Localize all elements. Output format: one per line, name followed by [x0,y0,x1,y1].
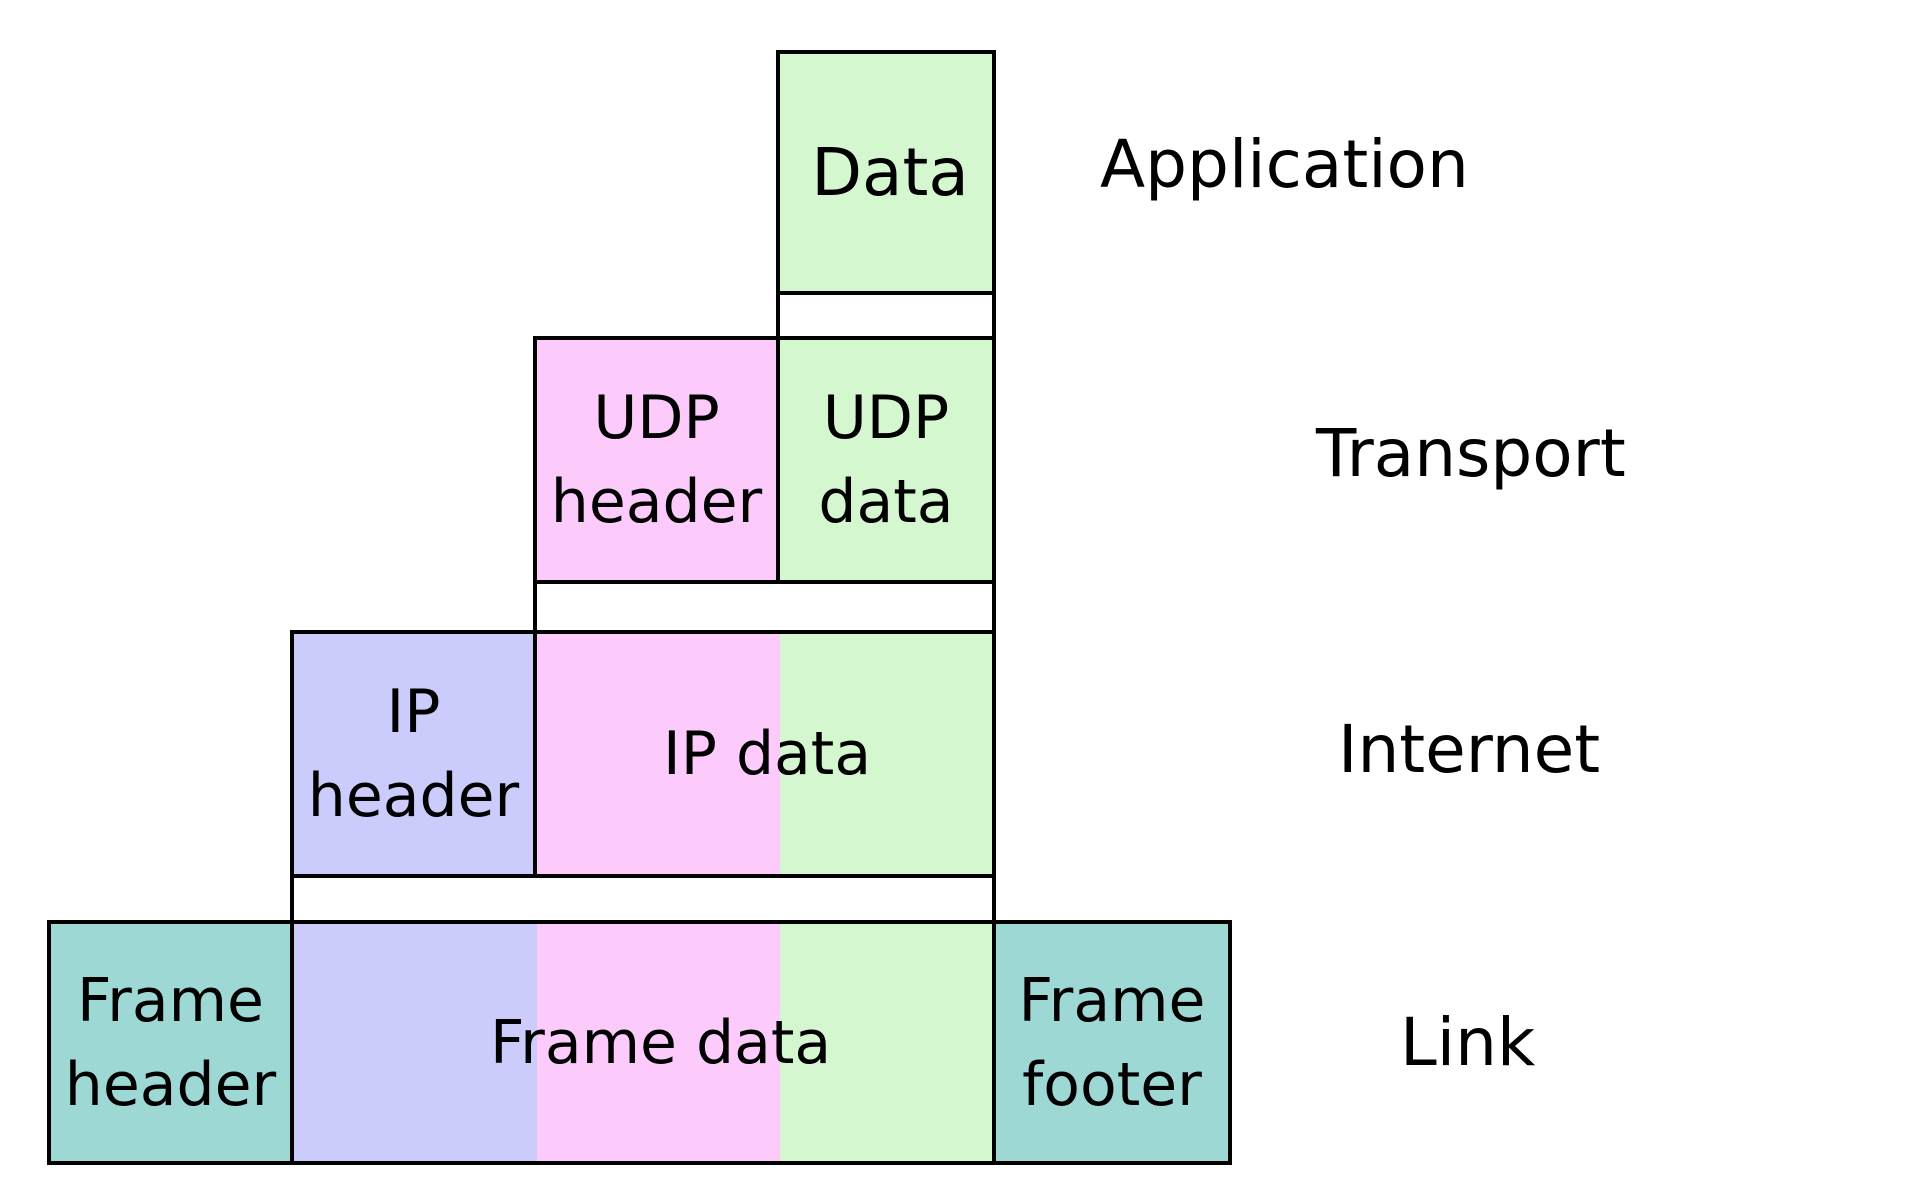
frame-header-box [47,920,294,1165]
udp-header-box [533,336,780,584]
frame-footer-label: Frame footer [1018,965,1206,1120]
layer-label-application: Application [1100,126,1469,203]
layer-label-internet: Internet [1338,711,1601,788]
application-data-label: Data [811,133,969,211]
frame-header-label: Frame header [64,965,277,1120]
ip-header-label: IP header [307,677,520,831]
udp-data-label: UDP data [818,383,954,537]
frame-footer-box [992,920,1232,1165]
connector-transport-internet [533,580,996,634]
ip-data-udp-header-segment [537,634,780,874]
udp-header-label: UDP header [550,383,763,537]
connector-application-transport [776,291,996,340]
application-data-box [776,50,996,295]
frame-data-udp-header-segment [537,924,780,1161]
connector-internet-link [290,874,996,924]
layer-label-link: Link [1400,1004,1536,1081]
frame-data-label: Frame data [490,1007,832,1078]
frame-data-box [290,920,996,1165]
layer-label-transport: Transport [1316,415,1626,492]
frame-data-ip-header-segment [294,924,537,1161]
ip-data-label: IP data [663,719,872,789]
ip-data-box [533,630,996,878]
